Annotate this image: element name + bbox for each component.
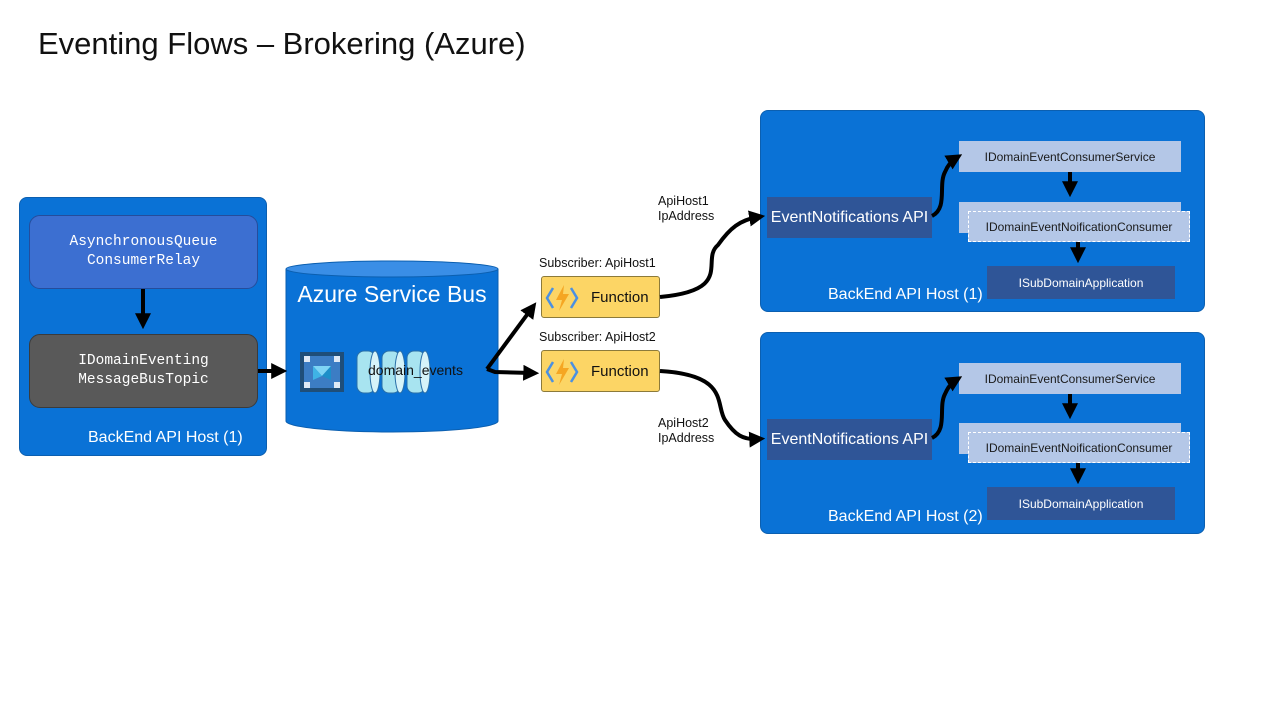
sub-domain-app-box-2: ISubDomainApplication (987, 487, 1175, 520)
consumer-service-box-1: IDomainEventConsumerService (959, 141, 1181, 172)
notification-consumer-box-2: IDomainEventNoificationConsumer (968, 432, 1190, 463)
bus-to-function2-arrow (486, 364, 540, 381)
service-bus-icon (300, 352, 344, 392)
topic-queue-icon (356, 350, 431, 394)
azure-function-icon (545, 285, 579, 311)
consumer-service-box-2: IDomainEventConsumerService (959, 363, 1181, 394)
function-box-1: Function (541, 276, 660, 318)
subscriber-caption-1: Subscriber: ApiHost1 (539, 256, 656, 270)
api1-to-consumer-arrow (930, 154, 963, 218)
event-notifications-api-1: EventNotifications API (767, 197, 932, 238)
source-host-label: BackEnd API Host (1) (88, 429, 243, 446)
sub-domain-app-box-1: ISubDomainApplication (987, 266, 1175, 299)
bus-to-function1-arrow (485, 302, 537, 371)
subscriber-caption-2: Subscriber: ApiHost2 (539, 330, 656, 344)
notification-consumer-box-1: IDomainEventNoificationConsumer (968, 211, 1190, 242)
function-label-2: Function (591, 363, 649, 380)
event-notifications-api-2: EventNotifications API (767, 419, 932, 460)
topic-name-label: domain_events (368, 362, 463, 378)
azure-function-icon (545, 359, 579, 385)
function-label-1: Function (591, 289, 649, 306)
api-host-label-2: BackEnd API Host (2) (828, 508, 983, 525)
service-bus-title: Azure Service Bus (297, 281, 487, 307)
api-host-label-1: BackEnd API Host (1) (828, 286, 983, 303)
function1-to-api1-arrow (659, 210, 766, 299)
consumer-relay-box: AsynchronousQueue ConsumerRelay (29, 215, 258, 289)
page-title: Eventing Flows – Brokering (Azure) (38, 26, 526, 61)
function2-to-api2-arrow (659, 369, 766, 448)
function-box-2: Function (541, 350, 660, 392)
api2-to-consumer-arrow (930, 376, 963, 440)
message-bus-topic-box: IDomainEventing MessageBusTopic (29, 334, 258, 408)
